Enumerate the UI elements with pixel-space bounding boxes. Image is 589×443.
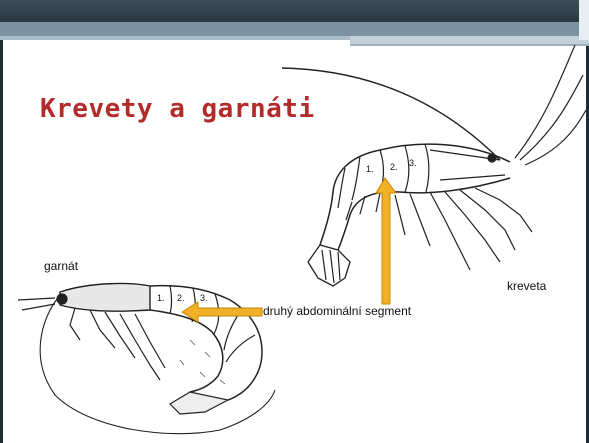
arrow-to-garnat: [182, 302, 262, 322]
garnat-segment-2: 2.: [177, 293, 185, 303]
garnat-segment-3: 3.: [200, 293, 208, 303]
garnat-drawing: [18, 284, 275, 434]
label-kreveta: kreveta: [507, 279, 546, 293]
label-segment-caption: druhý abdominální segment: [263, 304, 411, 318]
kreveta-segment-3: 1.: [366, 164, 374, 174]
kreveta-segment-1: 3.: [409, 158, 417, 168]
kreveta-drawing: [282, 45, 586, 286]
label-garnat: garnát: [44, 259, 78, 273]
kreveta-segment-2: 2.: [390, 162, 398, 172]
garnat-segment-1: 1.: [157, 293, 165, 303]
